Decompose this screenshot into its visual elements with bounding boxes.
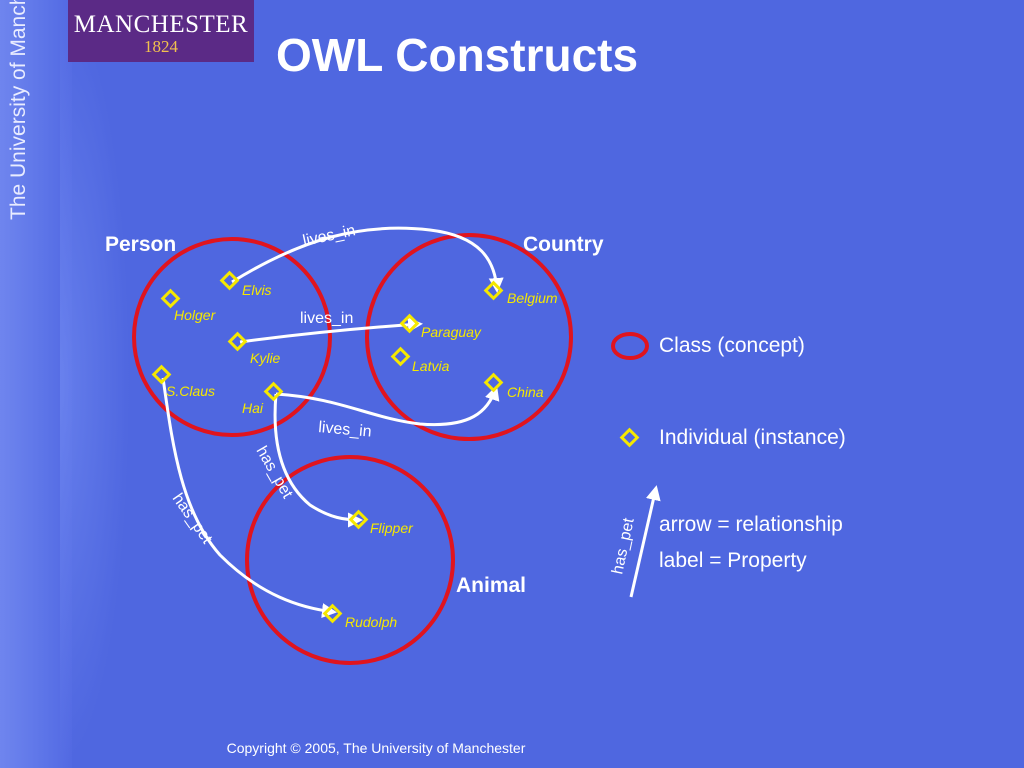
individual-label: Paraguay bbox=[421, 324, 482, 340]
legend-arrow-label: has_pet bbox=[609, 516, 638, 576]
side-swoosh-decoration bbox=[60, 0, 130, 768]
individual-label: S.Claus bbox=[166, 383, 215, 399]
university-logo: MANCHESTER 1824 bbox=[68, 0, 254, 62]
legend-arrow-symbol bbox=[629, 485, 661, 598]
individual-rudolph: Rudolph bbox=[322, 603, 397, 630]
individual-label: Kylie bbox=[250, 350, 281, 366]
relationship-label: has_pet bbox=[169, 491, 216, 548]
individual-belgium: Belgium bbox=[483, 280, 558, 306]
arrow-sclaus-rudolph bbox=[161, 377, 337, 619]
arrow-elvis-belgium bbox=[231, 226, 504, 293]
individual-latvia: Latvia bbox=[390, 346, 450, 374]
individual-label: Belgium bbox=[507, 290, 558, 306]
legend-label-text: label = Property bbox=[659, 549, 807, 572]
relationship-label: lives_in bbox=[301, 222, 357, 250]
class-label-country: Country bbox=[523, 233, 604, 256]
arrow-hai-flipper bbox=[273, 393, 363, 528]
individual-label: Flipper bbox=[370, 520, 414, 536]
class-circle-animal bbox=[245, 455, 455, 665]
individual-china: China bbox=[483, 372, 544, 400]
class-label-animal: Animal bbox=[456, 574, 526, 597]
individual-kylie: Kylie bbox=[227, 331, 281, 366]
arrow-kylie-paraguay bbox=[239, 317, 423, 344]
logo-wordmark: MANCHESTER bbox=[73, 11, 249, 38]
relationship-label: lives_in bbox=[318, 419, 373, 441]
copyright-footer: Copyright © 2005, The University of Manc… bbox=[226, 740, 526, 756]
individual-flipper: Flipper bbox=[348, 509, 414, 536]
arrow-hai-china bbox=[275, 385, 500, 427]
individual-label: China bbox=[507, 384, 544, 400]
legend-class-text: Class (concept) bbox=[659, 334, 805, 357]
relationship-label: lives_in bbox=[300, 310, 353, 327]
individual-hai: Hai bbox=[242, 381, 284, 416]
individual-sclaus: S.Claus bbox=[151, 364, 215, 399]
legend-arrow-text: arrow = relationship bbox=[659, 513, 843, 536]
individual-label: Elvis bbox=[242, 282, 272, 298]
individual-elvis: Elvis bbox=[219, 270, 272, 298]
individual-label: Latvia bbox=[412, 358, 450, 374]
individual-holger: Holger bbox=[160, 288, 217, 323]
individual-paraguay: Paraguay bbox=[399, 313, 482, 340]
individual-label: Holger bbox=[174, 307, 217, 323]
individual-label: Rudolph bbox=[345, 614, 397, 630]
class-circle-country bbox=[365, 233, 573, 441]
class-label-person: Person bbox=[105, 233, 176, 256]
legend-class-symbol bbox=[611, 332, 649, 360]
legend-individual-symbol bbox=[619, 427, 640, 448]
logo-year: 1824 bbox=[144, 37, 178, 56]
slide-title: OWL Constructs bbox=[276, 29, 639, 81]
individual-label: Hai bbox=[242, 400, 264, 416]
class-circle-person bbox=[132, 237, 332, 437]
legend-individual-text: Individual (instance) bbox=[659, 426, 846, 449]
